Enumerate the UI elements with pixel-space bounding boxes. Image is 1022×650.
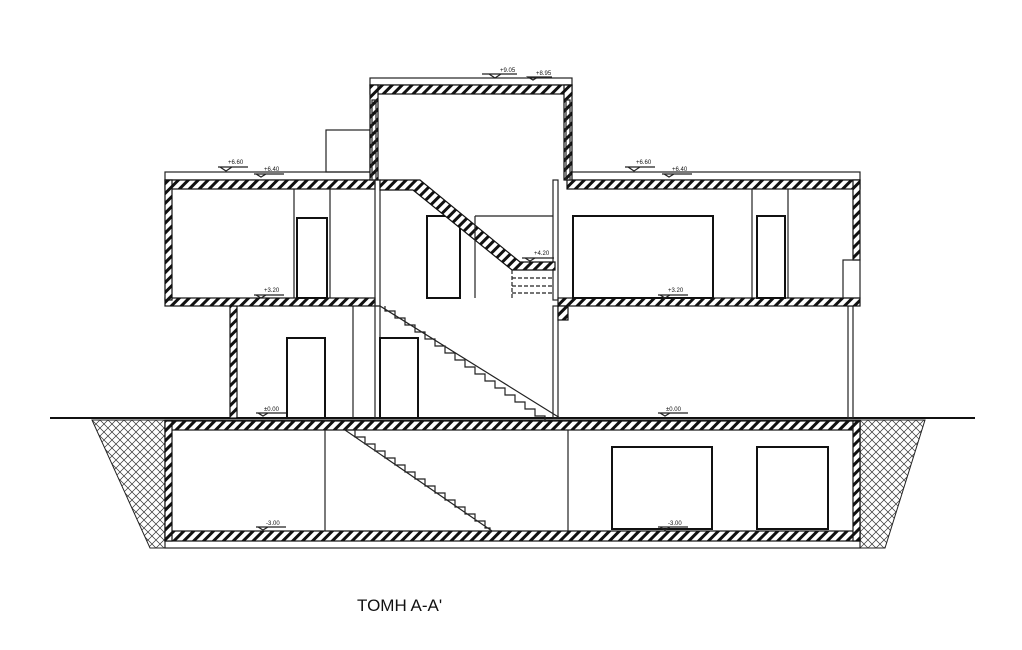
level-marker: -3.00 bbox=[255, 521, 286, 531]
level-marker: +6.40 bbox=[661, 167, 692, 178]
first-floor-slab bbox=[164, 297, 376, 307]
svg-text:+6.60: +6.60 bbox=[228, 160, 244, 166]
svg-text:+3.20: +3.20 bbox=[264, 288, 280, 294]
basement-stair bbox=[344, 429, 493, 533]
opening bbox=[572, 215, 714, 299]
chimney bbox=[325, 129, 371, 173]
first-floor bbox=[164, 171, 861, 307]
svg-text:+6.40: +6.40 bbox=[672, 167, 688, 173]
drawing-title: ΤΟΜΗ Α-Α' bbox=[357, 596, 442, 615]
level-marker: +3.20 bbox=[657, 288, 688, 299]
door bbox=[426, 215, 461, 299]
svg-text:+8.95: +8.95 bbox=[536, 71, 552, 77]
ground-floor bbox=[229, 305, 854, 422]
stair-tower bbox=[369, 77, 573, 181]
basement-window bbox=[756, 446, 829, 530]
svg-text:-3.00: -3.00 bbox=[668, 521, 682, 527]
basement-window bbox=[611, 446, 713, 530]
svg-text:±0.00: ±0.00 bbox=[666, 407, 682, 413]
beam bbox=[557, 305, 569, 321]
level-marker: -3.00 bbox=[657, 521, 688, 531]
level-marker: +6.60 bbox=[625, 160, 655, 172]
svg-text:+6.60: +6.60 bbox=[636, 160, 652, 166]
svg-text:+4.20: +4.20 bbox=[534, 251, 550, 257]
level-marker: ±0.00 bbox=[255, 407, 286, 417]
level-marker: +6.40 bbox=[253, 167, 284, 178]
svg-text:-3.00: -3.00 bbox=[266, 521, 280, 527]
first-floor-slab bbox=[557, 297, 861, 307]
door bbox=[286, 337, 326, 419]
door bbox=[379, 337, 419, 419]
door bbox=[756, 215, 786, 299]
level-marker: +4.20 bbox=[522, 251, 554, 262]
level-marker: +3.20 bbox=[253, 288, 284, 299]
level-marker: +6.60 bbox=[218, 160, 248, 172]
basement bbox=[164, 419, 861, 549]
svg-text:±0.00: ±0.00 bbox=[264, 407, 280, 413]
level-marker: +8.95 bbox=[525, 71, 552, 81]
ground-stair bbox=[379, 305, 561, 422]
level-markers: +9.05 +8.95 +6.60 +6.40 +6.60 +6.40 +4.2… bbox=[218, 68, 692, 531]
level-marker: +9.05 bbox=[482, 68, 517, 79]
svg-text:+3.20: +3.20 bbox=[668, 288, 684, 294]
upper-stair bbox=[379, 179, 556, 271]
level-marker: ±0.00 bbox=[657, 407, 688, 417]
door bbox=[296, 217, 328, 299]
svg-text:+9.05: +9.05 bbox=[500, 68, 516, 74]
svg-text:+6.40: +6.40 bbox=[264, 167, 280, 173]
